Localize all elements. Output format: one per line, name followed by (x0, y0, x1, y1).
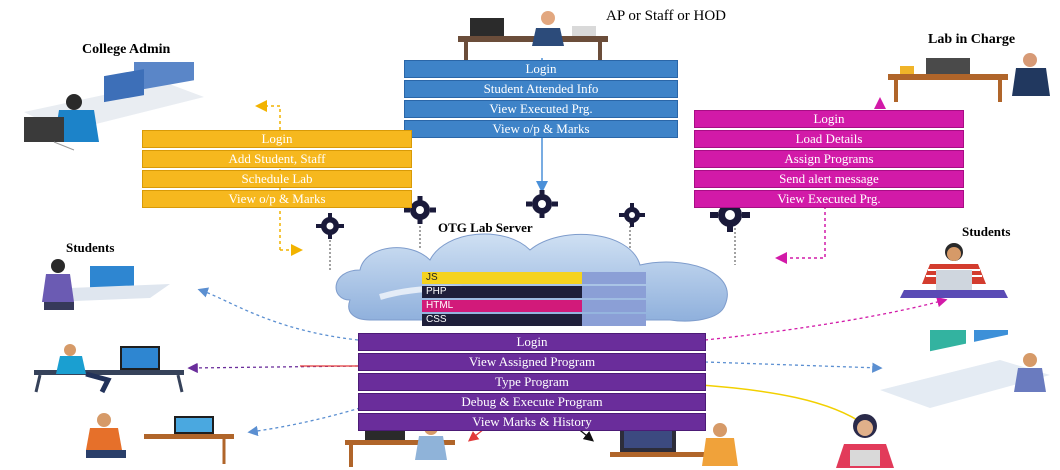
student-illustration-right-mid (880, 330, 1050, 408)
role-label-admin: College Admin (82, 42, 171, 57)
students-panel-item: View Marks & History (358, 413, 706, 431)
staff-panel-item: View o/p & Marks (404, 120, 678, 138)
students-panel-item: Debug & Execute Program (358, 393, 706, 411)
stack-bar-php: PHP (422, 286, 646, 298)
admin-panel-item: Login (142, 130, 412, 148)
server-title: OTG Lab Server (438, 220, 533, 235)
student-illustration-left-mid (34, 344, 184, 394)
lab-panel-item: Send alert message (694, 170, 964, 188)
students-panel-item: Login (358, 333, 706, 351)
role-label-staff: AP or Staff or HOD (606, 8, 726, 24)
stack-bar-html: HTML (422, 300, 646, 312)
students-panel-item: View Assigned Program (358, 353, 706, 371)
stack-bar-tail (582, 286, 646, 298)
gear-icon (404, 196, 436, 224)
student-connector-left (187, 362, 359, 374)
staff-panel: Login Student Attended Info View Execute… (404, 60, 678, 138)
lab-panel-item: Load Details (694, 130, 964, 148)
student-connector-bottom-right (699, 384, 868, 427)
student-illustration-left-bottom (86, 413, 234, 464)
lab-incharge-illustration (888, 53, 1050, 102)
lab-incharge-panel: Login Load Details Assign Programs Send … (694, 110, 964, 208)
staff-illustration (458, 11, 608, 60)
role-label-students-right: Students (962, 224, 1011, 239)
stack-label: HTML (426, 300, 454, 311)
admin-panel-item: Schedule Lab (142, 170, 412, 188)
staff-panel-item: View Executed Prg. (404, 100, 678, 118)
lab-panel-item: Assign Programs (694, 150, 964, 168)
student-connector-bottom-left (247, 407, 361, 437)
stack-label: PHP (426, 286, 447, 297)
student-illustration-right-top (900, 243, 1008, 298)
student-connector-top-left (197, 287, 359, 341)
stack-bar-js: JS (422, 272, 646, 284)
student-connector-right (704, 361, 883, 373)
stack-label: JS (426, 272, 438, 283)
staff-panel-item: Student Attended Info (404, 80, 678, 98)
lab-panel-item: Login (694, 110, 964, 128)
lab-connector (775, 200, 826, 264)
staff-panel-item: Login (404, 60, 678, 78)
admin-panel: Login Add Student, Staff Schedule Lab Vi… (142, 130, 412, 208)
students-panel: Login View Assigned Program Type Program… (358, 333, 706, 431)
stack-bar-css: CSS (422, 314, 646, 326)
admin-panel-item: Add Student, Staff (142, 150, 412, 168)
stack-bar-tail (582, 300, 646, 312)
students-panel-item: Type Program (358, 373, 706, 391)
gear-icon (619, 203, 645, 227)
gear-icon (316, 213, 344, 239)
student-illustration-left-top (42, 259, 170, 310)
admin-illustration (24, 62, 204, 151)
stack-bar-tail (582, 314, 646, 326)
admin-panel-item: View o/p & Marks (142, 190, 412, 208)
role-label-lab-incharge: Lab in Charge (928, 32, 1016, 47)
gear-icon (526, 190, 558, 218)
role-label-students-left: Students (66, 240, 115, 255)
lab-panel-item: View Executed Prg. (694, 190, 964, 208)
stack-bar-tail (582, 272, 646, 284)
stack-label: CSS (426, 314, 447, 325)
student-illustration-bottom-right (836, 414, 894, 468)
